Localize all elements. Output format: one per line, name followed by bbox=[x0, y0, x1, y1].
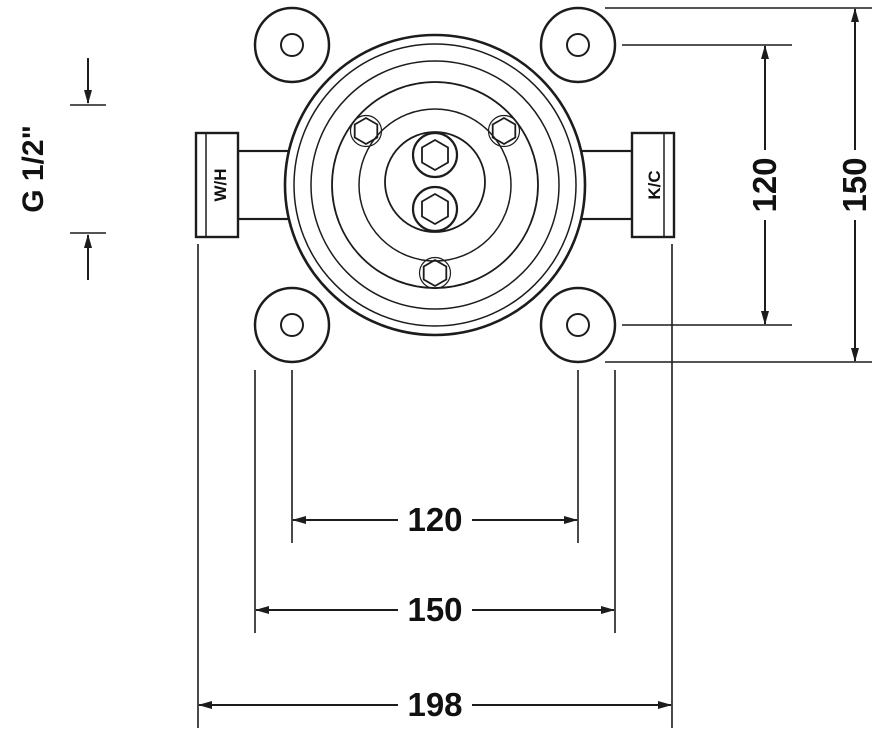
dimension-label-vertical-120: 120 bbox=[746, 157, 783, 212]
left-port-fitting: W/H bbox=[194, 131, 292, 239]
mounting-hole bbox=[280, 33, 304, 57]
cold-water-port-label: K/C bbox=[645, 170, 664, 199]
dimension-label-vertical-150: 150 bbox=[836, 157, 873, 212]
hex-bolt-icon bbox=[353, 116, 379, 146]
mounting-hole bbox=[566, 313, 590, 337]
housing-ring bbox=[310, 60, 560, 310]
hex-bolt-icon bbox=[491, 116, 517, 146]
left-port-neck bbox=[236, 149, 292, 221]
right-port-nut bbox=[630, 131, 676, 239]
housing-ring bbox=[293, 43, 577, 327]
right-port-neck bbox=[578, 149, 634, 221]
dimension-label-horizontal-120: 120 bbox=[407, 501, 462, 538]
bolt-heads bbox=[349, 114, 521, 290]
dimension-vertical-150: 150 bbox=[605, 7, 873, 363]
left-port-nut bbox=[194, 131, 240, 239]
center-valve-ports bbox=[411, 131, 459, 233]
dimension-label-horizontal-198: 198 bbox=[407, 686, 462, 723]
right-port-fitting: K/C bbox=[578, 131, 676, 239]
bolt-circle bbox=[349, 114, 383, 148]
bolt-circle bbox=[487, 114, 521, 148]
flange-outer-circle bbox=[283, 33, 587, 337]
dimension-horizontal-150: 150 bbox=[254, 370, 616, 633]
hex-plug-icon bbox=[421, 138, 449, 172]
hex-bolt-icon bbox=[422, 258, 448, 288]
hex-plug-icon bbox=[421, 192, 449, 226]
warm-water-port-label: W/H bbox=[211, 168, 230, 201]
bolt-circle bbox=[418, 256, 452, 290]
dimension-thread-size: G 1/2" bbox=[17, 58, 106, 280]
dimension-horizontal-120: 120 bbox=[291, 370, 579, 543]
dimension-label-horizontal-150: 150 bbox=[407, 591, 462, 628]
valve-port bbox=[411, 131, 459, 179]
thread-size-label: G 1/2" bbox=[17, 125, 50, 213]
valve-body: W/H K/C bbox=[194, 6, 676, 364]
mounting-hole bbox=[280, 313, 304, 337]
mounting-holes bbox=[280, 33, 590, 337]
valve-port bbox=[411, 185, 459, 233]
dimension-vertical-120: 120 bbox=[622, 44, 792, 326]
mounting-hole bbox=[566, 33, 590, 57]
housing-rings bbox=[283, 33, 587, 337]
dimension-horizontal-198: 198 bbox=[197, 244, 673, 728]
